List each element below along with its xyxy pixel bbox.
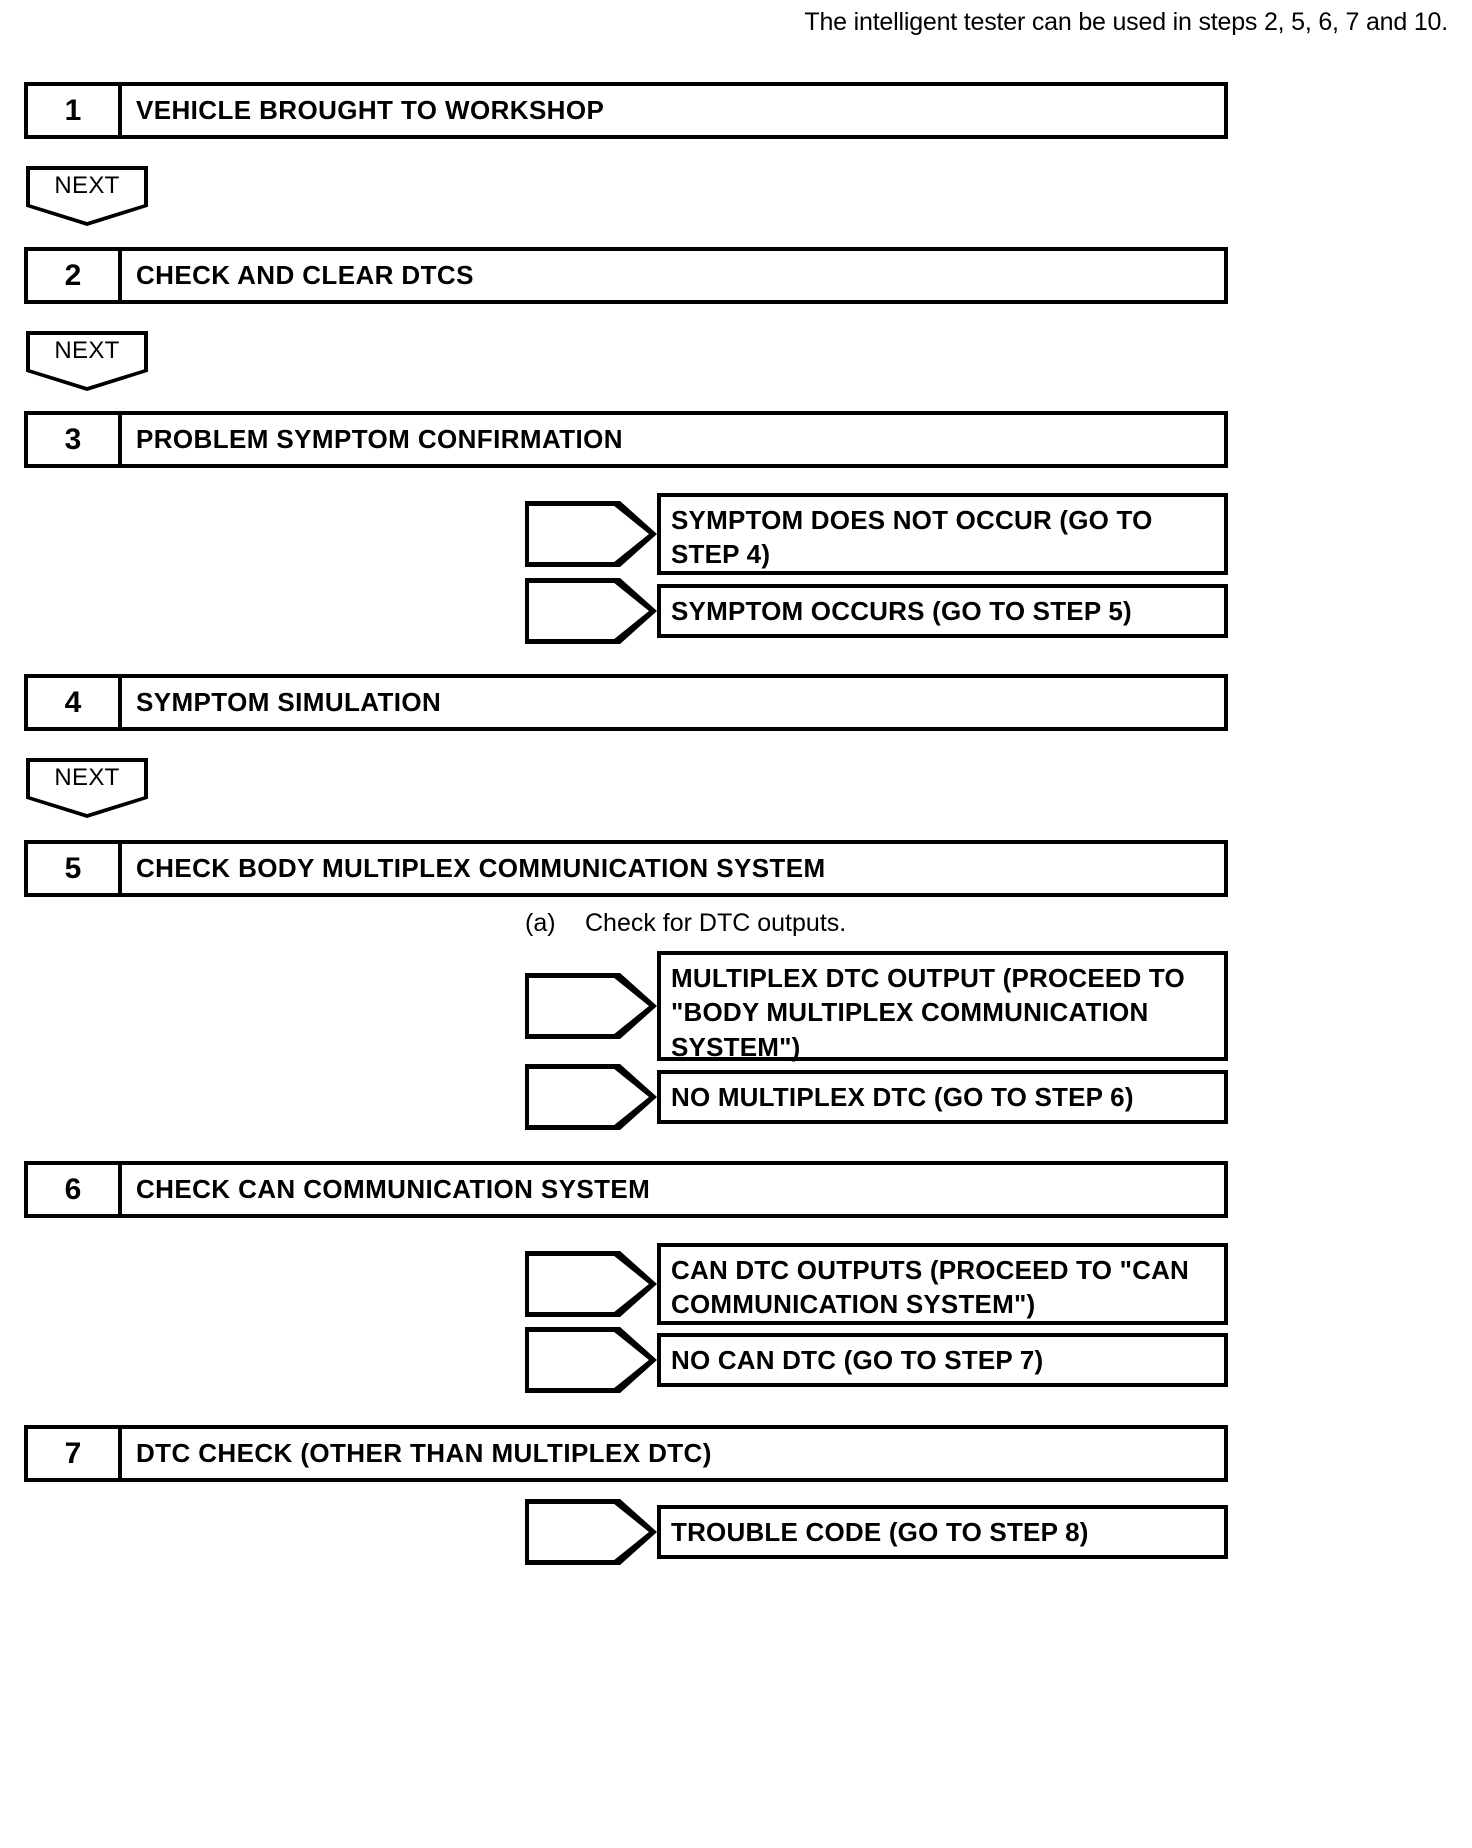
- next-label: NEXT: [54, 337, 120, 364]
- branch-text: MULTIPLEX DTC OUTPUT (PROCEED TO "BODY M…: [657, 951, 1228, 1062]
- step-row-5: 5 CHECK BODY MULTIPLEX COMMUNICATION SYS…: [24, 840, 1228, 897]
- branch-text: NO MULTIPLEX DTC (GO TO STEP 6): [657, 1070, 1228, 1124]
- step-title-1: VEHICLE BROUGHT TO WORKSHOP: [136, 95, 605, 125]
- sub-note-label: (a): [525, 909, 556, 937]
- next-chevron-1: NEXT: [26, 166, 148, 226]
- sub-note-text: Check for DTC outputs.: [585, 909, 847, 937]
- branch-arrow-icon: [525, 1064, 657, 1130]
- branch-multiplex-dtc-output: MULTIPLEX DTC OUTPUT (PROCEED TO "BODY M…: [525, 951, 1228, 1062]
- next-label: NEXT: [54, 172, 120, 199]
- step-number-3: 3: [28, 415, 122, 464]
- header-note: The intelligent tester can be used in st…: [804, 8, 1448, 36]
- step-title-7: DTC CHECK (OTHER THAN MULTIPLEX DTC): [136, 1438, 712, 1468]
- branch-arrow-icon: [525, 1243, 657, 1325]
- step-title-3: PROBLEM SYMPTOM CONFIRMATION: [136, 424, 623, 454]
- step-number-6: 6: [28, 1165, 122, 1214]
- step-row-3: 3 PROBLEM SYMPTOM CONFIRMATION: [24, 411, 1228, 468]
- step-number-2: 2: [28, 251, 122, 300]
- next-label: NEXT: [54, 764, 120, 791]
- branch-arrow-icon: [525, 951, 657, 1061]
- branch-symptom-does-not-occur: SYMPTOM DOES NOT OCCUR (GO TO STEP 4): [525, 493, 1228, 575]
- step-title-5: CHECK BODY MULTIPLEX COMMUNICATION SYSTE…: [136, 853, 826, 883]
- branch-arrow-icon: [525, 578, 657, 644]
- step-number-1: 1: [28, 86, 122, 135]
- branch-text: SYMPTOM OCCURS (GO TO STEP 5): [657, 584, 1228, 638]
- step-row-6: 6 CHECK CAN COMMUNICATION SYSTEM: [24, 1161, 1228, 1218]
- step-number-4: 4: [28, 678, 122, 727]
- branch-text: CAN DTC OUTPUTS (PROCEED TO "CAN COMMUNI…: [657, 1243, 1228, 1325]
- branch-arrow-icon: [525, 493, 657, 575]
- step-number-5: 5: [28, 844, 122, 893]
- branch-no-can-dtc: NO CAN DTC (GO TO STEP 7): [525, 1327, 1228, 1393]
- step-title-4: SYMPTOM SIMULATION: [136, 687, 442, 717]
- branch-arrow-icon: [525, 1327, 657, 1393]
- step-number-7: 7: [28, 1429, 122, 1478]
- branch-text: SYMPTOM DOES NOT OCCUR (GO TO STEP 4): [657, 493, 1228, 575]
- branch-can-dtc-outputs: CAN DTC OUTPUTS (PROCEED TO "CAN COMMUNI…: [525, 1243, 1228, 1325]
- branch-symptom-occurs: SYMPTOM OCCURS (GO TO STEP 5): [525, 578, 1228, 644]
- branch-arrow-icon: [525, 1499, 657, 1565]
- step-row-1: 1 VEHICLE BROUGHT TO WORKSHOP: [24, 82, 1228, 139]
- branch-text: NO CAN DTC (GO TO STEP 7): [657, 1333, 1228, 1387]
- sub-note-a: (a) Check for DTC outputs.: [525, 909, 846, 938]
- next-chevron-2: NEXT: [26, 331, 148, 391]
- step-row-2: 2 CHECK AND CLEAR DTCS: [24, 247, 1228, 304]
- branch-no-multiplex-dtc: NO MULTIPLEX DTC (GO TO STEP 6): [525, 1064, 1228, 1130]
- branch-text: TROUBLE CODE (GO TO STEP 8): [657, 1505, 1228, 1559]
- step-row-7: 7 DTC CHECK (OTHER THAN MULTIPLEX DTC): [24, 1425, 1228, 1482]
- step-row-4: 4 SYMPTOM SIMULATION: [24, 674, 1228, 731]
- branch-trouble-code: TROUBLE CODE (GO TO STEP 8): [525, 1499, 1228, 1565]
- step-title-6: CHECK CAN COMMUNICATION SYSTEM: [136, 1174, 651, 1204]
- step-title-2: CHECK AND CLEAR DTCS: [136, 260, 474, 290]
- next-chevron-3: NEXT: [26, 758, 148, 818]
